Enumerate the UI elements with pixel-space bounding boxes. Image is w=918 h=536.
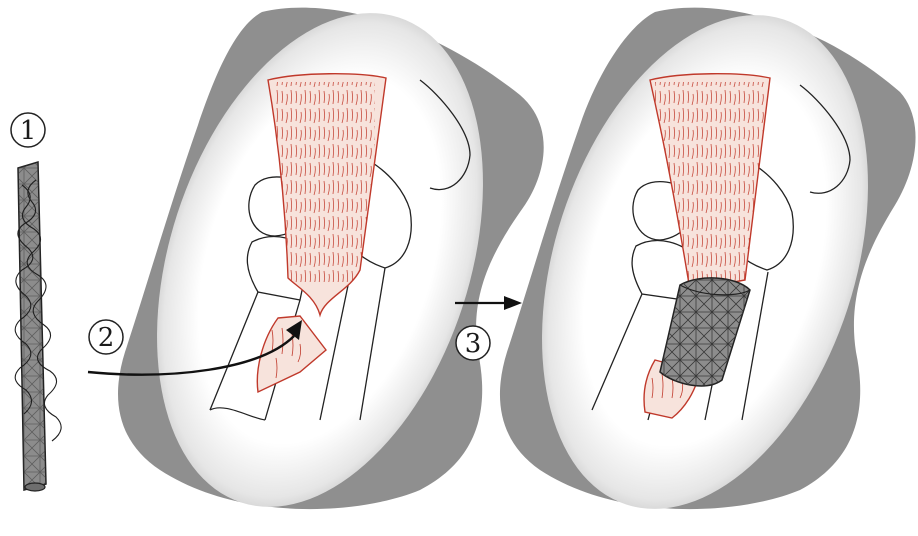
cylindrical-mesh-implant-icon — [15, 162, 61, 491]
left-surgical-field — [88, 0, 544, 536]
step-2-group: 2 — [89, 320, 123, 354]
step-3-label: 3 — [465, 329, 482, 359]
right-surgical-field — [484, 0, 918, 536]
step-2-label: 2 — [98, 323, 115, 353]
step-1-group: 1 — [11, 113, 61, 491]
step-1-label: 1 — [20, 116, 37, 146]
